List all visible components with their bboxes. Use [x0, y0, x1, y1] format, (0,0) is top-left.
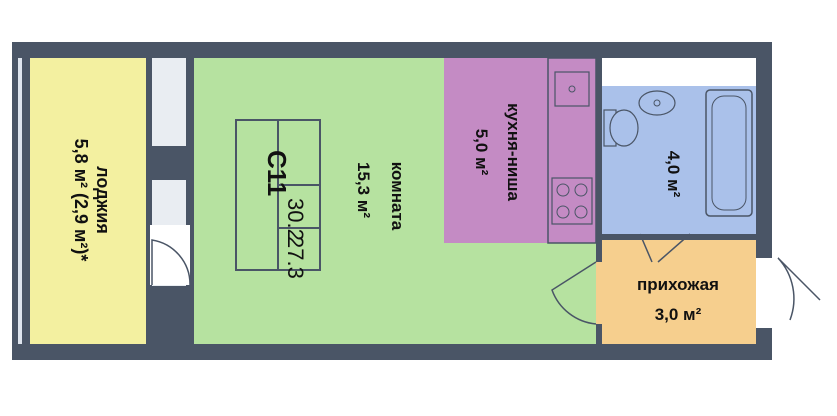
- bathtub-icon: [705, 89, 753, 217]
- entrance-door-swing: [777, 257, 821, 321]
- hallway-closet-opening: [596, 262, 602, 324]
- burner-4-icon: [574, 205, 588, 219]
- entrance-opening: [756, 258, 778, 328]
- stove-icon: [551, 177, 593, 225]
- unit-info-box: С11 30.2 27.3: [235, 119, 321, 279]
- bathroom-hallway-wall: [596, 234, 762, 240]
- loggia-name: лоджия: [93, 166, 113, 234]
- bathroom-door-swing: [639, 233, 691, 263]
- hallway-name: прихожая: [637, 275, 719, 294]
- hallway-area: [602, 240, 756, 344]
- unit-code: С11: [262, 150, 292, 196]
- loggia-area-label: 5,8 м² (2,9 м²)*: [71, 139, 91, 262]
- room-area-label: 15,3 м²: [354, 162, 373, 218]
- unit-area-living: 27.3: [283, 236, 308, 279]
- room-name: комната: [388, 162, 407, 231]
- loggia-window: [152, 58, 186, 146]
- loggia-door-opening: [150, 225, 190, 285]
- loggia-area: [30, 58, 146, 344]
- bathroom-wall: [596, 58, 602, 344]
- toilet-bowl-icon: [609, 109, 639, 147]
- sink-icon: [554, 71, 590, 107]
- burner-2-icon: [574, 183, 588, 197]
- bathroom-area-label: 4,0 м²: [664, 151, 683, 198]
- bathtub-inner-icon: [711, 95, 747, 211]
- burner-1-icon: [556, 183, 570, 197]
- unit-area-total: 30.2: [283, 198, 308, 241]
- washbasin-drain-icon: [653, 99, 661, 107]
- sink-drain-icon: [568, 85, 576, 93]
- burner-3-icon: [556, 205, 570, 219]
- washbasin-icon: [638, 90, 676, 116]
- bathroom-shaft: [602, 58, 756, 86]
- kitchen-name: кухня-ниша: [504, 103, 523, 201]
- hallway-door-swing: [551, 261, 597, 325]
- hallway-area-label: 3,0 м²: [655, 305, 702, 324]
- kitchen-area-label: 5,0 м²: [472, 129, 491, 176]
- loggia-door-swing: [151, 239, 191, 286]
